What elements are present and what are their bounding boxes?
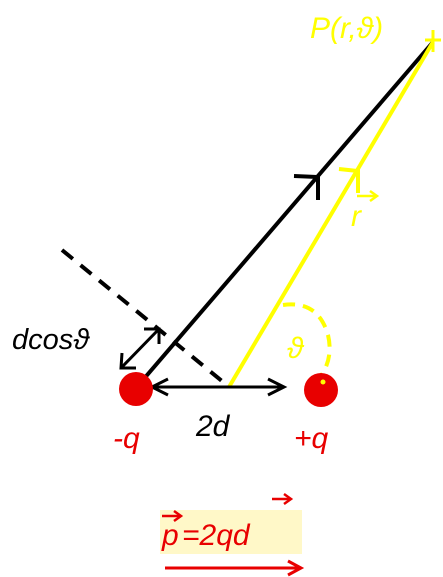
- d-label-vector-head: [283, 492, 294, 506]
- dipole-formula-lhs: p: [161, 519, 179, 552]
- projection-arrow-upper: [144, 327, 161, 344]
- projection-line: [119, 327, 161, 370]
- formula-highlight: [160, 510, 302, 554]
- theta-arc: [282, 302, 332, 382]
- r-vector-arrowhead: [338, 167, 360, 193]
- separation-arrow-right: [267, 377, 288, 397]
- black-line-arrowhead: [293, 174, 320, 200]
- dipole-direction-head: [287, 559, 305, 577]
- positive-charge: [304, 373, 338, 407]
- pos-charge-label: +q: [294, 422, 329, 455]
- r-label: r: [351, 200, 362, 233]
- theta-label: ϑ: [287, 332, 305, 365]
- p-label-vector-head: [173, 509, 184, 523]
- negative-charge: [119, 372, 153, 406]
- neg-charge-label: -q: [113, 422, 140, 455]
- line-from-neg-charge: [134, 40, 435, 390]
- perpendicular-dashed-line: [60, 248, 230, 388]
- separation-label: 2d: [195, 410, 231, 443]
- projection-arrow-lower: [119, 352, 136, 370]
- dipole-formula-rhs: =2qd: [182, 519, 251, 552]
- r-vector-line: [227, 40, 435, 389]
- projection-label: dcosϑ: [12, 324, 90, 356]
- positive-charge-highlight: [320, 379, 326, 385]
- r-label-vector-head: [369, 189, 380, 203]
- point-label: P(r,ϑ): [310, 12, 383, 45]
